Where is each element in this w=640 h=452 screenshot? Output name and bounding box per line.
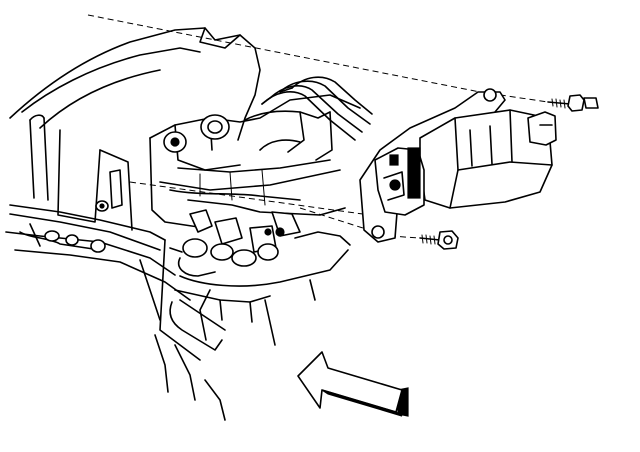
lower-mounting-bolt (419, 230, 459, 250)
direction-arrow (297, 351, 409, 417)
ignition-coil-module (359, 88, 557, 243)
upper-mounting-bolt (547, 94, 599, 112)
engine-intake-assembly (5, 27, 373, 421)
